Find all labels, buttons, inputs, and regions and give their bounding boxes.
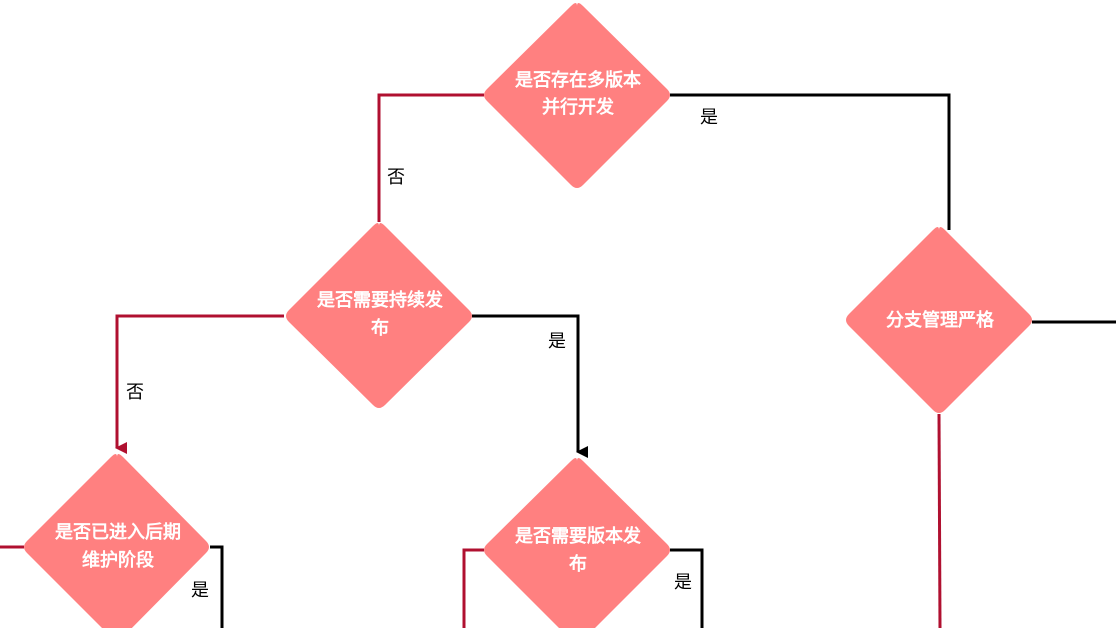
decision-continuous-release-line2: 布 bbox=[371, 317, 389, 339]
edge-branch-strict-down bbox=[937, 413, 942, 628]
decision-continuous-release-line1: 是否需要持续发 bbox=[316, 289, 444, 311]
label-late-maintenance-yes: 是 bbox=[191, 580, 209, 601]
diamond-shape bbox=[484, 458, 670, 628]
decision-late-maintenance[interactable]: 是否已进入后期 维护阶段 bbox=[24, 454, 209, 628]
label-continuous-release-yes: 是 bbox=[548, 331, 566, 352]
decision-version-release-line2: 布 bbox=[569, 553, 587, 575]
decision-continuous-release[interactable]: 是否需要持续发 布 bbox=[286, 223, 472, 408]
label-continuous-release-no: 否 bbox=[126, 382, 144, 403]
edge-continuous-release-yes bbox=[472, 314, 588, 458]
decision-multi-version[interactable]: 是否存在多版本 并行开发 bbox=[484, 3, 670, 188]
edge-continuous-release-no bbox=[115, 314, 284, 454]
diamond-shape bbox=[484, 3, 670, 188]
decision-branch-strict[interactable]: 分支管理严格 bbox=[846, 227, 1032, 413]
label-version-release-yes: 是 bbox=[674, 572, 692, 593]
diamond-shape bbox=[846, 227, 1032, 413]
decision-late-maintenance-line1: 是否已进入后期 bbox=[54, 522, 181, 543]
label-multi-version-no: 否 bbox=[387, 167, 405, 188]
decision-version-release-line1: 是否需要版本发 bbox=[514, 525, 642, 547]
diamond-shape bbox=[286, 223, 472, 408]
decision-multi-version-line1: 是否存在多版本 bbox=[514, 69, 641, 91]
edge-late-maintenance-yes bbox=[210, 545, 224, 628]
decision-multi-version-line2: 并行开发 bbox=[542, 96, 615, 118]
decision-branch-strict-line1: 分支管理严格 bbox=[886, 309, 995, 331]
decision-late-maintenance-line2: 维护阶段 bbox=[82, 549, 155, 571]
edge-multi-version-no bbox=[377, 93, 484, 222]
edge-labels: 是 否 是 否 是 是 bbox=[126, 107, 718, 601]
connectors bbox=[0, 93, 1116, 628]
decision-version-release[interactable]: 是否需要版本发 布 bbox=[484, 458, 670, 628]
label-multi-version-yes: 是 bbox=[700, 107, 718, 128]
edge-version-release-yes bbox=[670, 548, 704, 628]
edge-multi-version-yes bbox=[670, 93, 951, 230]
diamond-shape bbox=[24, 454, 209, 628]
edge-version-release-left bbox=[462, 548, 484, 628]
